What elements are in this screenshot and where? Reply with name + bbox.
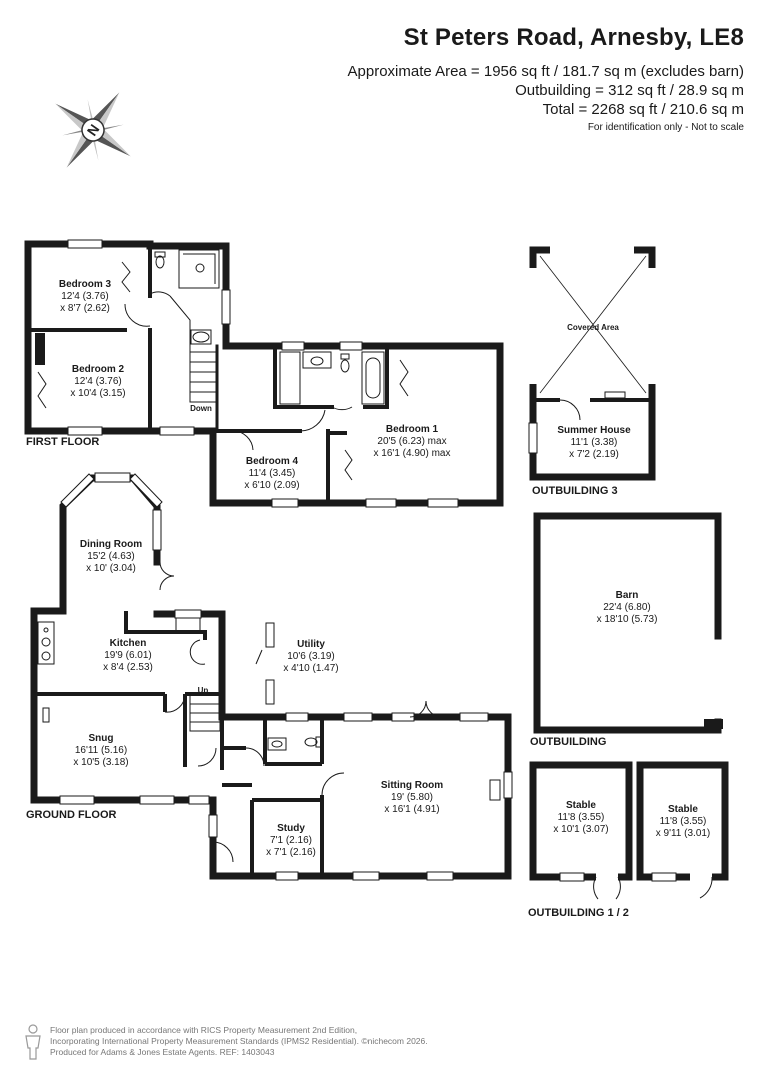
stairs-down-label: Down <box>190 404 212 413</box>
footer-line2: Incorporating International Property Mea… <box>50 1036 428 1046</box>
ground-floor-internal-walls <box>34 611 324 876</box>
sitting-room-name: Sitting Room <box>381 780 443 791</box>
stables-windows <box>559 872 712 882</box>
summer-house-name: Summer House <box>557 425 631 436</box>
kitchen-dim2: x 8'4 (2.53) <box>103 662 153 673</box>
summer-house-dim1: 11'1 (3.38) <box>571 437 618 448</box>
footer-notes: Floor plan produced in accordance with R… <box>50 1025 428 1058</box>
outbuilding-label: OUTBUILDING <box>530 736 606 748</box>
area-total: Total = 2268 sq ft / 210.6 sq m <box>542 101 744 118</box>
person-icon <box>25 1024 41 1060</box>
bedroom1-dim2: x 16'1 (4.90) max <box>374 448 451 459</box>
dining-room-dim2: x 10' (3.04) <box>86 563 136 574</box>
outbuilding3-label: OUTBUILDING 3 <box>532 485 618 497</box>
ground-floor-windows <box>59 472 513 881</box>
bedroom1-name: Bedroom 1 <box>386 424 439 435</box>
barn-walls <box>533 512 723 734</box>
summer-house-window-top <box>604 391 626 399</box>
utility-name: Utility <box>297 639 325 650</box>
bedroom2-dim2: x 10'4 (3.15) <box>70 388 125 399</box>
snug-dim1: 16'11 (5.16) <box>75 745 127 756</box>
footer-line3: Produced for Adams & Jones Estate Agents… <box>50 1047 275 1057</box>
stable2-dim1: 11'8 (3.55) <box>660 816 707 827</box>
dining-room-name: Dining Room <box>80 539 142 550</box>
summer-house-window <box>528 422 538 454</box>
page-title: St Peters Road, Arnesby, LE8 <box>403 24 744 51</box>
ground-floor-label: GROUND FLOOR <box>26 809 116 821</box>
compass-icon <box>55 92 131 168</box>
study-dim1: 7'1 (2.16) <box>270 835 312 846</box>
stable1-dim1: 11'8 (3.55) <box>558 812 605 823</box>
summer-house-dim2: x 7'2 (2.19) <box>569 449 619 460</box>
kitchen-name: Kitchen <box>110 638 147 649</box>
study-dim2: x 7'1 (2.16) <box>266 847 316 858</box>
stable1-dim2: x 10'1 (3.07) <box>553 824 608 835</box>
stable2-dim2: x 9'11 (3.01) <box>656 828 711 839</box>
covered-area-cross <box>539 255 647 394</box>
first-floor-fixtures <box>37 249 409 481</box>
first-floor-walls <box>24 240 504 507</box>
bedroom3-dim2: x 8'7 (2.62) <box>60 303 110 314</box>
utility-dim2: x 4'10 (1.47) <box>283 663 338 674</box>
bedroom2-name: Bedroom 2 <box>72 364 125 375</box>
footer-line1: Floor plan produced in accordance with R… <box>50 1025 358 1035</box>
snug-name: Snug <box>89 733 114 744</box>
outbuilding12-label: OUTBUILDING 1 / 2 <box>528 907 629 919</box>
snug-dim2: x 10'5 (3.18) <box>73 757 128 768</box>
first-floor-label: FIRST FLOOR <box>26 436 99 448</box>
bedroom1-dim1: 20'5 (6.23) max <box>377 436 446 447</box>
stable1-name: Stable <box>566 800 596 811</box>
bedroom4-dim2: x 6'10 (2.09) <box>244 480 299 491</box>
area-main: Approximate Area = 1956 sq ft / 181.7 sq… <box>347 63 744 80</box>
barn-dim2: x 18'10 (5.73) <box>597 614 658 625</box>
stable2-name: Stable <box>668 804 698 815</box>
bedroom4-dim1: 11'4 (3.45) <box>249 468 296 479</box>
dining-room-dim1: 15'2 (4.63) <box>87 551 135 562</box>
covered-area-label: Covered Area <box>567 323 619 332</box>
study-name: Study <box>277 823 305 834</box>
bedroom4-name: Bedroom 4 <box>246 456 299 467</box>
sitting-room-dim2: x 16'1 (4.91) <box>384 804 439 815</box>
bedroom3-dim1: 12'4 (3.76) <box>61 291 109 302</box>
sitting-room-dim1: 19' (5.80) <box>391 792 433 803</box>
area-outbuilding: Outbuilding = 312 sq ft / 28.9 sq m <box>515 82 744 99</box>
barn-dim1: 22'4 (6.80) <box>603 602 651 613</box>
kitchen-dim1: 19'9 (6.01) <box>104 650 152 661</box>
utility-dim1: 10'6 (3.19) <box>287 651 335 662</box>
summer-house-door <box>559 399 581 421</box>
ground-floor-fixtures <box>37 561 443 863</box>
stairs-up-label: Up <box>198 686 209 695</box>
stables-doors <box>593 876 713 900</box>
bedroom3-name: Bedroom 3 <box>59 279 112 290</box>
bedroom2-dim1: 12'4 (3.76) <box>74 376 122 387</box>
first-floor-windows <box>67 239 459 508</box>
barn-name: Barn <box>616 590 639 601</box>
identification-note: For identification only - Not to scale <box>587 122 744 133</box>
